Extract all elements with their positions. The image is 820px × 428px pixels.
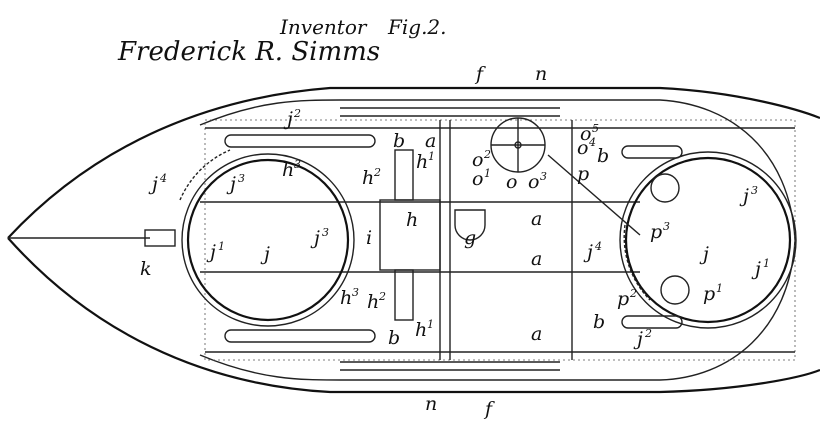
label-sup: 3 [352, 286, 359, 299]
label-h1: h [416, 151, 428, 173]
label-f: f [474, 63, 486, 85]
label-j4: j [148, 173, 158, 195]
label-o2: o [472, 149, 483, 171]
label-p2: p [617, 288, 629, 310]
label-o5: o [580, 123, 591, 145]
label-h3: h [282, 159, 294, 181]
label-o1: o [472, 168, 483, 190]
label-h2: h [367, 291, 379, 313]
label-o3: o [528, 171, 539, 193]
label-p1: p [703, 283, 715, 305]
label-o: o [506, 171, 517, 193]
label-sup: 2 [629, 287, 637, 300]
label-j4: j [583, 241, 593, 263]
label-sup: 3 [751, 184, 758, 197]
label-b: b [393, 130, 405, 152]
label-h1: h [415, 319, 427, 341]
label-a: a [531, 208, 542, 230]
label-sup: 1 [218, 240, 225, 253]
label-sup: 1 [716, 282, 723, 295]
motor [379, 149, 486, 321]
label-n: n [535, 63, 547, 85]
label-j2: j [283, 108, 293, 130]
label-a: a [531, 323, 542, 345]
label-b: b [597, 145, 609, 167]
label-j3: j [310, 227, 320, 249]
label-sup: 4 [159, 172, 167, 185]
label-j: j [260, 243, 270, 265]
label-p3: p [650, 221, 662, 243]
label-h2: h [362, 167, 374, 189]
label-f: f [483, 398, 495, 420]
label-j3: j [226, 173, 236, 195]
inventor-label: Inventor [279, 15, 368, 39]
slots [224, 134, 683, 343]
label-sup: 1 [427, 318, 434, 331]
label-sup: 2 [378, 290, 386, 303]
left-tank [179, 149, 355, 327]
label-k: k [140, 258, 152, 280]
figure-label: Fig.2. [387, 15, 447, 39]
label-j: j [699, 243, 709, 265]
label-b: b [388, 327, 400, 349]
label-j1: j [206, 241, 216, 263]
label-sup: 3 [663, 220, 670, 233]
label-a: a [425, 130, 436, 152]
label-sup: 2 [293, 107, 301, 120]
hull-outline [7, 86, 820, 394]
label-j2: j [633, 328, 643, 350]
label-sup: 1 [763, 257, 770, 270]
label-sup: 3 [540, 170, 547, 183]
hand-wheel [490, 117, 641, 236]
label-sup: 2 [644, 327, 652, 340]
label-p: p [577, 163, 589, 185]
label-sup: 3 [294, 158, 301, 171]
label-b: b [593, 311, 605, 333]
label-n: n [425, 393, 437, 415]
label-sup: 5 [592, 122, 599, 135]
label-sup: 4 [588, 136, 596, 149]
label-h3: h [340, 287, 352, 309]
label-sup: 4 [594, 240, 602, 253]
label-h: h [406, 209, 418, 231]
label-sup: 2 [483, 148, 491, 161]
label-sup: 3 [238, 172, 245, 185]
label-j3: j [739, 185, 749, 207]
label-sup: 1 [428, 150, 435, 163]
label-sup: 2 [373, 166, 381, 179]
right-tank [619, 151, 797, 329]
label-o4: o [577, 137, 588, 159]
inventor-signature: Frederick R. Simms [117, 37, 380, 67]
label-g: g [464, 227, 476, 249]
label-sup: 1 [484, 167, 491, 180]
label-a: a [531, 248, 542, 270]
label-j1: j [751, 258, 761, 280]
label-sup: 3 [322, 226, 329, 239]
label-i: i [366, 227, 372, 249]
